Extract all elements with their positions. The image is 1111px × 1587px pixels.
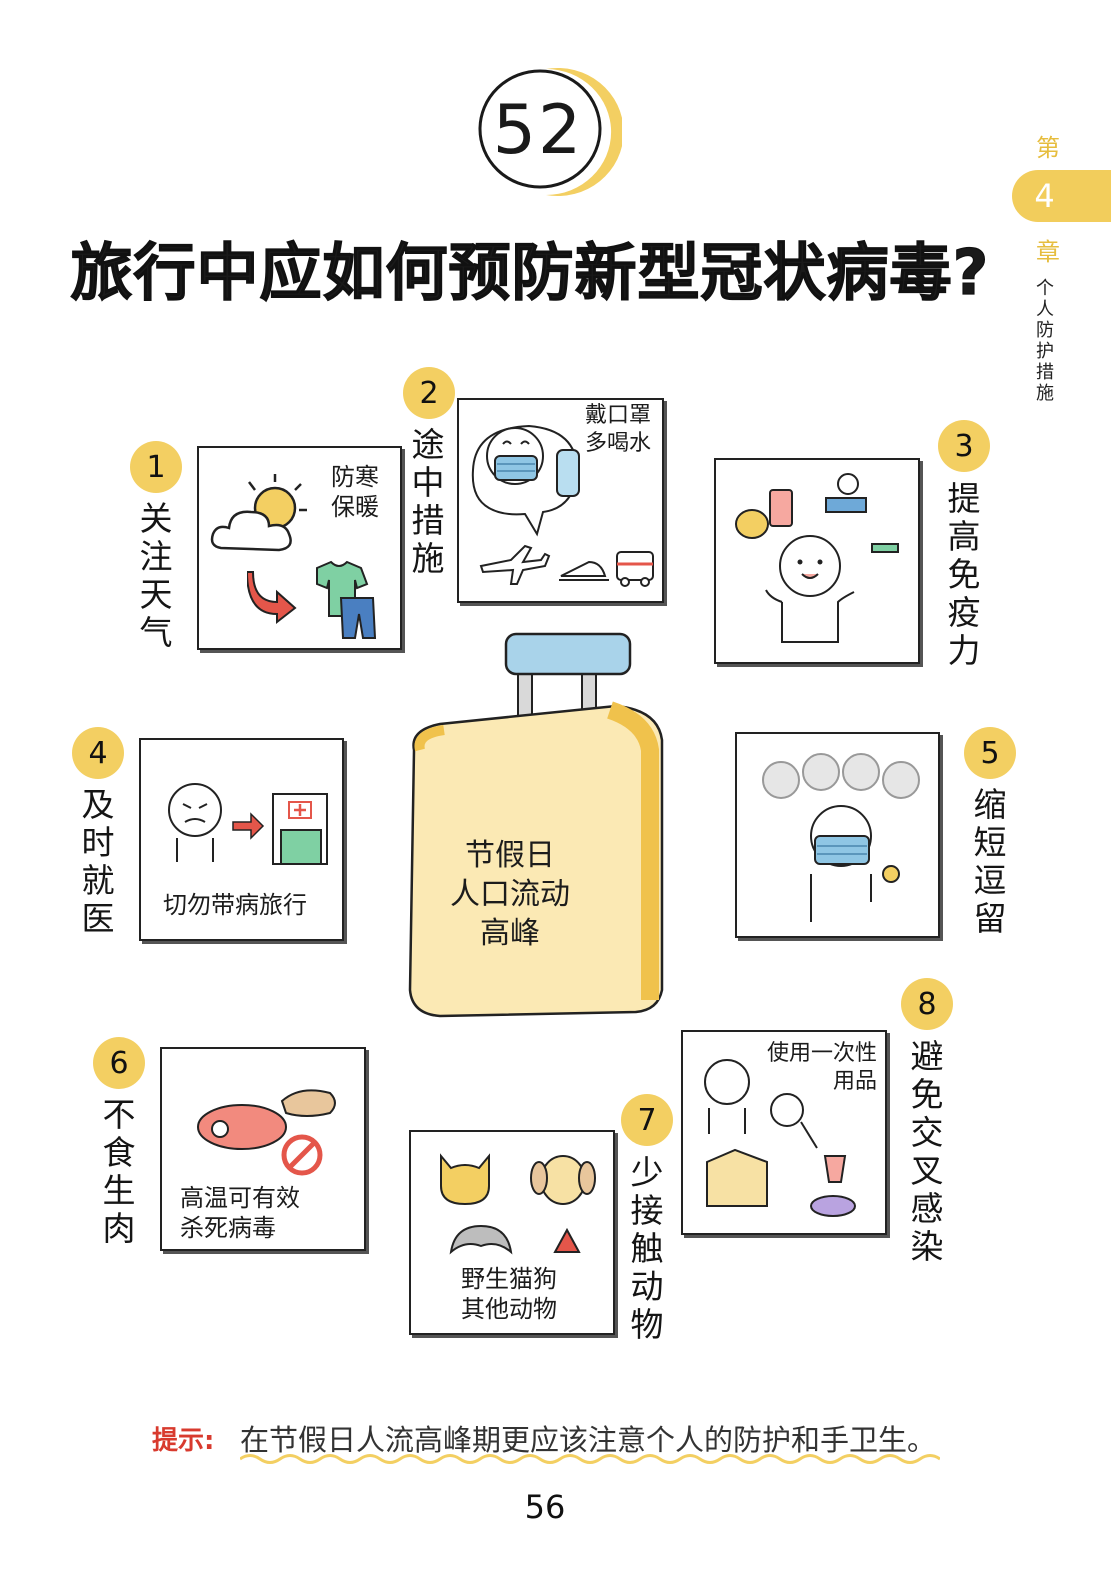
step-number: 2: [403, 367, 455, 419]
step-label: 缩短逗留: [973, 785, 1007, 938]
step-number: 7: [621, 1094, 673, 1146]
chapter-tab: 4: [1012, 170, 1111, 222]
panel-caption: 切勿带病旅行: [163, 891, 307, 919]
crowd-panel: [735, 732, 940, 938]
step-label: 关注天气: [139, 499, 173, 652]
clothes-icon: [247, 560, 377, 639]
step-number: 6: [93, 1037, 145, 1089]
doctor-panel: 切勿带病旅行: [139, 738, 344, 941]
step-label: 提高免疫力: [947, 479, 981, 670]
animals-panel: 野生猫狗 其他动物: [409, 1130, 615, 1335]
healthy-person-icon: [735, 473, 899, 643]
cat-dog-bat-icon: [440, 1153, 596, 1255]
disposable-items-icon: [704, 1059, 856, 1217]
wavy-underline: [240, 1454, 940, 1464]
panel-caption: 野生猫狗 其他动物: [461, 1265, 557, 1323]
step-number: 8: [901, 978, 953, 1030]
cloud-sun-icon: [210, 474, 307, 552]
step-number: 1: [130, 441, 182, 493]
immunity-panel: [714, 458, 920, 664]
panel-caption: 戴口罩 多喝水: [585, 403, 652, 456]
chapter-prefix: 第: [1036, 134, 1060, 162]
step-number: 4: [72, 727, 124, 779]
sick-person-hospital-icon: [168, 783, 328, 865]
crowd-masked-person-icon: [762, 753, 920, 922]
step-label: 少接触动物: [630, 1153, 664, 1344]
meat-prohibited-icon: [197, 1089, 336, 1176]
tip-text: 在节假日人流高峰期更应该注意个人的防护和手卫生。: [240, 1423, 937, 1457]
step-label: 及时就医: [81, 785, 115, 938]
step-label: 不食生肉: [102, 1095, 136, 1248]
center-text: 节假日 人口流动 高峰: [450, 838, 570, 951]
transport-icons: [479, 544, 654, 587]
panel-caption: 使用一次性 用品: [766, 1041, 877, 1094]
chapter-suffix: 章: [1036, 238, 1060, 266]
article-number: 52: [492, 90, 584, 170]
disposable-panel: 使用一次性 用品: [681, 1030, 887, 1235]
step-number: 5: [964, 727, 1016, 779]
meat-panel: 高温可有效 杀死病毒: [160, 1047, 366, 1251]
panel-caption: 防寒 保暖: [331, 463, 379, 521]
crescent-badge-icon: [478, 68, 622, 196]
panel-caption: 高温可有效 杀死病毒: [180, 1184, 300, 1242]
step-label: 避免交叉感染: [910, 1037, 944, 1266]
step-number: 3: [938, 420, 990, 472]
step-label: 途中措施: [411, 425, 445, 578]
chapter-name: 个人防护措施: [1036, 278, 1054, 404]
weather-panel: 防寒 保暖: [197, 446, 402, 650]
chapter-number: 4: [1034, 177, 1055, 215]
tip-label: 提示:: [152, 1426, 215, 1456]
page-number: 56: [524, 1488, 566, 1526]
page-title: 旅行中应如何预防新型冠状病毒?: [70, 235, 990, 309]
travel-panel: 戴口罩 多喝水: [457, 398, 664, 603]
masked-person-bubble-icon: [471, 424, 580, 537]
suitcase-icon: [408, 632, 664, 1018]
